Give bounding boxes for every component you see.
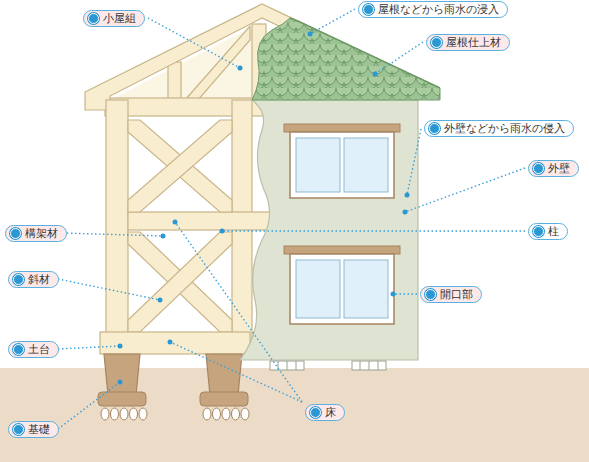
callout-dot <box>88 13 99 24</box>
pile-end <box>222 408 230 420</box>
wood-frame <box>100 100 278 354</box>
vents <box>270 361 386 370</box>
callout-label: 開口部 <box>420 286 482 303</box>
callout-text: 外壁 <box>548 162 570 175</box>
callout-text: 斜材 <box>28 273 50 286</box>
callout-label: 基礎 <box>8 421 59 438</box>
pile-end <box>120 408 128 420</box>
callout-text: 小屋組 <box>103 12 136 25</box>
callout-label: 床 <box>305 404 345 421</box>
callout-text: 屋根仕上材 <box>446 36 501 49</box>
callout-label: 屋根などから雨水の浸入 <box>358 1 508 18</box>
callout-text: 屋根などから雨水の浸入 <box>378 3 499 16</box>
callout-dot <box>425 289 436 300</box>
roof-tiles <box>252 18 440 100</box>
pile-end <box>203 408 211 420</box>
callout-label: 斜材 <box>8 271 59 288</box>
callout-text: 外壁などから雨水の侵入 <box>444 122 565 135</box>
callout-dot <box>310 407 321 418</box>
callout-label: 外壁などから雨水の侵入 <box>424 120 574 137</box>
callout-dot <box>13 274 24 285</box>
callout-dot <box>533 226 544 237</box>
callout-text: 基礎 <box>28 423 50 436</box>
callout-label: 構架材 <box>5 225 67 242</box>
callout-label: 小屋組 <box>83 10 145 27</box>
callout-text: 柱 <box>548 225 559 238</box>
callout-dot <box>431 37 442 48</box>
callout-text: 開口部 <box>440 288 473 301</box>
pile-end <box>213 408 221 420</box>
leader-lines <box>58 9 525 429</box>
callout-text: 土台 <box>28 343 50 356</box>
callout-text: 構架材 <box>25 227 58 240</box>
foundation <box>98 354 248 406</box>
leader-dots <box>118 32 410 385</box>
callout-dot <box>13 344 24 355</box>
pile-end <box>111 408 119 420</box>
callout-dot <box>363 4 374 15</box>
callout-label: 屋根仕上材 <box>426 34 510 51</box>
callout-label: 外壁 <box>528 160 579 177</box>
pile-end <box>130 408 138 420</box>
pile-end <box>232 408 240 420</box>
callout-label: 土台 <box>8 341 59 358</box>
exterior-wall <box>240 100 418 360</box>
callout-text: 床 <box>325 406 336 419</box>
windows <box>284 124 400 324</box>
callout-label: 柱 <box>528 223 568 240</box>
callout-dot <box>533 163 544 174</box>
callout-dot <box>13 424 24 435</box>
pile-end <box>241 408 249 420</box>
pile-end <box>101 408 109 420</box>
callout-dot <box>429 123 440 134</box>
ground <box>0 368 589 462</box>
pile-end <box>139 408 147 420</box>
callout-dot <box>10 228 21 239</box>
